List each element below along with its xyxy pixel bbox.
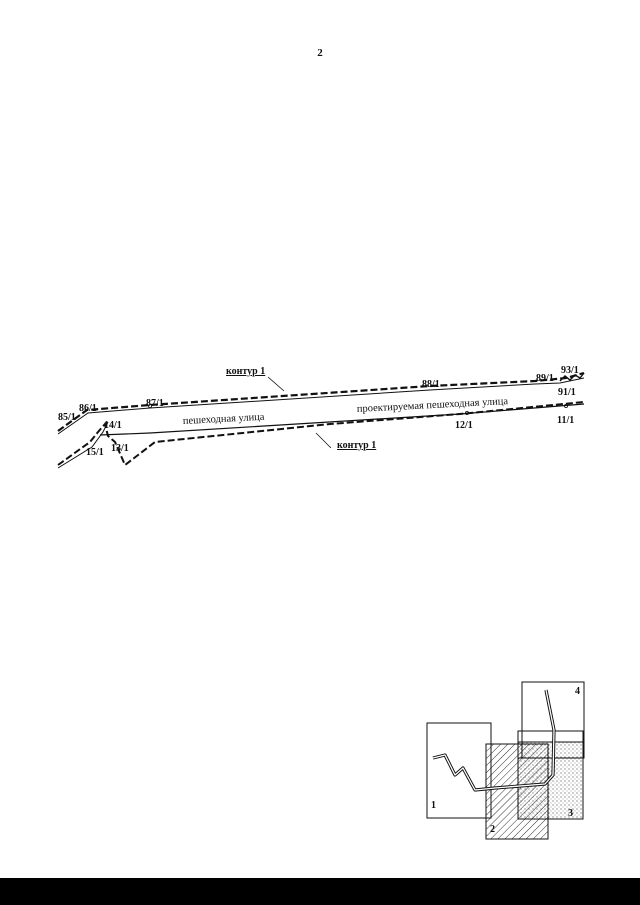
point-label-89: 89/1	[536, 373, 554, 384]
boundary-corner-mark	[559, 372, 585, 382]
sheet-number-4: 4	[575, 686, 580, 697]
sheet-number-3: 3	[568, 808, 573, 819]
route-line-inner	[432, 689, 555, 791]
sheet-area-1	[426, 722, 492, 819]
point-label-12: 12/1	[455, 420, 473, 431]
contour-lower-boundary	[57, 401, 585, 467]
point-label-86: 86/1	[79, 403, 97, 414]
scan-border-bar	[0, 878, 640, 905]
point-label-85: 85/1	[58, 412, 76, 423]
sheet-area-3	[517, 741, 584, 820]
point-label-14: 14/1	[104, 420, 122, 431]
contour-upper-boundary	[57, 371, 585, 432]
contour-lower-leader	[315, 432, 332, 449]
contour-upper-leader	[267, 376, 285, 392]
sheet-number-1: 1	[431, 800, 436, 811]
contour-label-lower: контур 1	[337, 440, 376, 451]
point-label-15: 15/1	[86, 447, 104, 458]
contour-label-upper: контур 1	[226, 366, 265, 377]
point-marker-11	[564, 403, 569, 408]
point-label-93: 93/1	[561, 365, 579, 376]
point-label-11: 11/1	[557, 415, 574, 426]
street-upper-edge	[57, 377, 585, 435]
point-label-13: 13/1	[111, 443, 129, 454]
page-number: 2	[317, 47, 323, 59]
point-label-91: 91/1	[558, 387, 576, 398]
point-label-87: 87/1	[146, 398, 164, 409]
point-marker-87	[147, 403, 152, 408]
sheet-index-map	[426, 681, 585, 840]
sheet-overlap-box	[517, 730, 584, 759]
street-plan	[57, 371, 585, 469]
street-label-pedestrian: пешеходная улица	[183, 412, 265, 427]
point-marker-12	[464, 410, 469, 415]
sheet-number-2: 2	[490, 824, 495, 835]
point-label-88: 88/1	[422, 379, 440, 390]
